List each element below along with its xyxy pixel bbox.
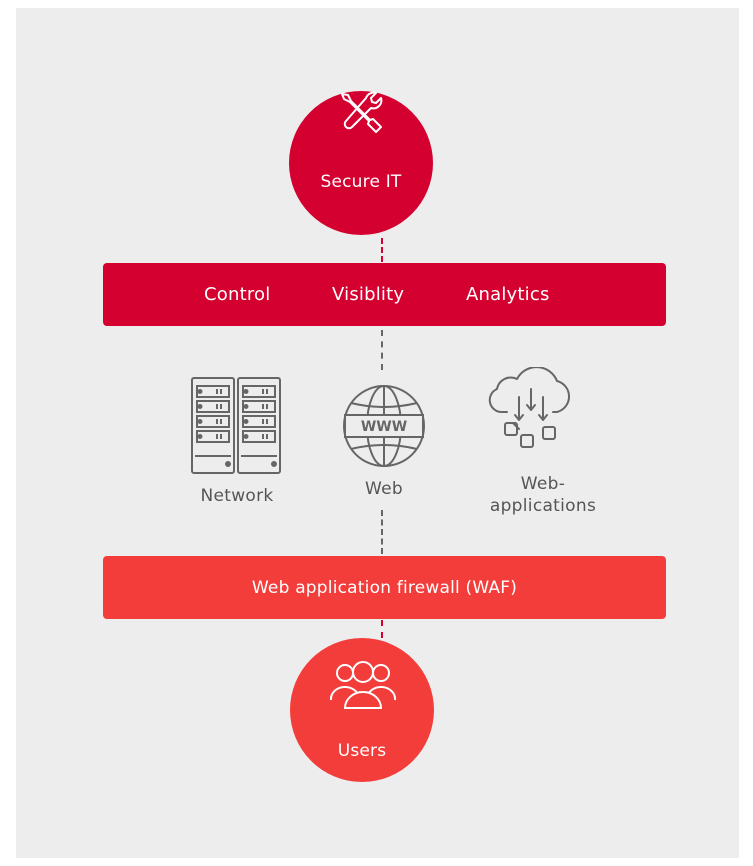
web-applications-label-line2: applications [489, 496, 597, 516]
connector-mid-lower [381, 510, 383, 554]
analytics-label: Analytics [466, 284, 550, 305]
connector-bottom [381, 620, 383, 638]
users-label: Users [337, 741, 387, 761]
users-group-icon [329, 661, 397, 709]
connector-mid-upper [381, 330, 383, 370]
network-label: Network [200, 486, 274, 506]
control-label: Control [204, 284, 271, 305]
waf-label: Web application firewall (WAF) [251, 577, 518, 598]
users-node: Users [290, 638, 434, 782]
svg-text:WWW: WWW [361, 419, 407, 435]
globe-www-icon: WWW [343, 385, 425, 467]
server-rack-icon [191, 377, 281, 474]
connector-top [381, 238, 383, 262]
web-applications-label: Web- applications [473, 473, 613, 517]
controls-bar: Control Visiblity Analytics [103, 263, 666, 326]
web-applications-label-line1: Web- [520, 474, 566, 494]
waf-bar: Web application firewall (WAF) [103, 556, 666, 619]
secure-it-node: Secure IT [289, 91, 433, 235]
secure-it-label: Secure IT [320, 172, 402, 192]
visibility-label: Visiblity [332, 284, 405, 305]
web-label: Web [365, 479, 403, 499]
tools-icon [341, 91, 383, 133]
cloud-apps-icon [488, 367, 570, 448]
